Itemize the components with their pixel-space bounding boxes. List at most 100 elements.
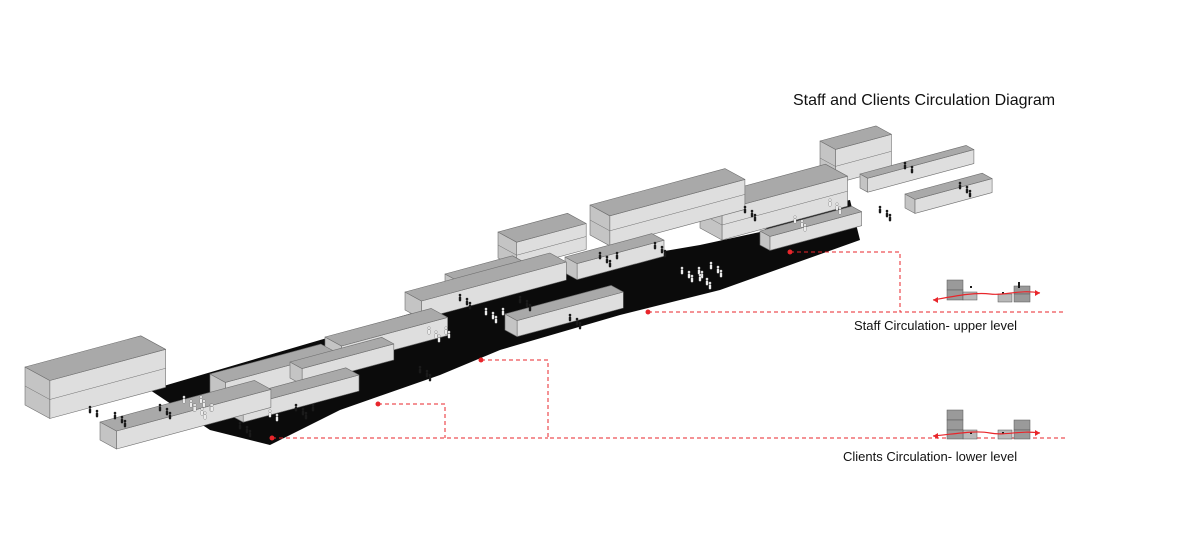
clients-circulation-label: Clients Circulation- lower level xyxy=(843,449,1018,464)
slab-volume xyxy=(904,172,993,214)
person-figure-head xyxy=(245,425,249,429)
slab-top-face xyxy=(759,206,862,237)
person-figure-body xyxy=(838,209,842,215)
person-figure-head xyxy=(578,321,582,325)
slab-top-face xyxy=(24,335,166,381)
staff-section-icon xyxy=(932,279,1041,303)
person-figure-head xyxy=(518,295,522,299)
person-figure-head xyxy=(202,399,206,403)
person-figure-head xyxy=(113,411,117,415)
person-figure-body xyxy=(501,310,505,316)
person-figure-head xyxy=(268,409,272,413)
person-figure-body xyxy=(189,402,193,408)
slab-floor-line xyxy=(497,236,587,256)
person-figure-body xyxy=(200,410,204,416)
person-figure-body xyxy=(248,432,252,438)
person-figure-body xyxy=(660,248,664,254)
person-figure-body xyxy=(803,226,807,232)
person-figure-head xyxy=(501,307,505,311)
person-figure-head xyxy=(910,165,914,169)
person-figure-head xyxy=(182,395,186,399)
diagram-title: Staff and Clients Circulation Diagram xyxy=(793,92,1056,109)
person-figure-body xyxy=(168,414,172,420)
person-figure-head xyxy=(468,301,472,305)
slab-volume xyxy=(404,252,567,320)
slab-top-face xyxy=(904,172,993,200)
client-origin-dot-3 xyxy=(269,435,275,441)
person-figure-body xyxy=(418,368,422,374)
slab-top-face xyxy=(497,213,587,243)
slab-floor-line xyxy=(589,194,745,232)
person-figure-head xyxy=(700,270,704,274)
person-figure-head xyxy=(743,205,747,209)
person-figure-body xyxy=(690,277,694,283)
person-figure-head xyxy=(311,403,315,407)
person-figure-body xyxy=(275,416,279,422)
staff-circulation-lines xyxy=(272,251,1065,439)
person-figure-body xyxy=(719,272,723,278)
person-figure-body xyxy=(311,406,315,412)
person-figure-head xyxy=(575,317,579,321)
person-figure-head xyxy=(697,266,701,270)
building-volumes xyxy=(24,125,993,450)
person-figure-body xyxy=(910,168,914,174)
person-figure-body xyxy=(750,212,754,218)
person-figure-body xyxy=(425,372,429,378)
person-figure-head xyxy=(301,407,305,411)
person-figure-head xyxy=(304,411,308,415)
person-figure-head xyxy=(425,369,429,373)
person-figure-body xyxy=(743,208,747,214)
person-figure-head xyxy=(165,407,169,411)
person-figure-body xyxy=(568,316,572,322)
person-figure-body xyxy=(245,428,249,434)
slab-top-face xyxy=(289,336,395,369)
slab-top-face xyxy=(404,252,567,302)
people-figures xyxy=(88,161,972,438)
staff-origin-dot-1 xyxy=(787,249,793,255)
person-figure-head xyxy=(598,251,602,255)
person-figure-head xyxy=(719,269,723,273)
person-figure-head xyxy=(444,326,448,330)
person-figure-head xyxy=(494,315,498,319)
person-figure-head xyxy=(294,403,298,407)
person-figure-body xyxy=(705,280,709,286)
person-figure-body xyxy=(294,406,298,412)
person-figure-head xyxy=(210,403,214,407)
client-origin-dot-2 xyxy=(375,401,381,407)
person-figure-body xyxy=(203,414,207,420)
person-figure-body xyxy=(182,398,186,404)
slab-top-face xyxy=(859,145,975,179)
person-figure-head xyxy=(753,213,757,217)
person-figure-head xyxy=(458,293,462,297)
person-figure-head xyxy=(605,255,609,259)
person-figure-body xyxy=(199,398,203,404)
person-figure-body xyxy=(615,254,619,260)
person-figure-body xyxy=(958,184,962,190)
person-figure-body xyxy=(113,414,117,420)
person-figure-body xyxy=(698,276,702,282)
person-figure-head xyxy=(275,413,279,417)
person-figure-head xyxy=(793,215,797,219)
person-figure-body xyxy=(528,306,532,312)
person-figure-head xyxy=(690,274,694,278)
person-figure-head xyxy=(248,429,252,433)
person-figure-head xyxy=(95,409,99,413)
person-figure-head xyxy=(484,307,488,311)
person-figure-head xyxy=(193,403,197,407)
slab-top-face xyxy=(99,380,272,432)
person-figure-head xyxy=(120,415,124,419)
person-figure-head xyxy=(525,299,529,303)
person-figure-body xyxy=(484,310,488,316)
person-figure-head xyxy=(447,330,451,334)
person-figure-body xyxy=(793,218,797,224)
slab-volume xyxy=(759,206,862,251)
clients-section-icon xyxy=(932,409,1041,440)
person-figure-body xyxy=(465,300,469,306)
person-figure-head xyxy=(750,209,754,213)
person-figure-body xyxy=(158,406,162,412)
person-figure-head xyxy=(660,245,664,249)
staff-circulation-label: Staff Circulation- upper level xyxy=(854,318,1018,333)
person-figure-head xyxy=(803,223,807,227)
person-figure-body xyxy=(888,216,892,222)
person-figure-head xyxy=(687,270,691,274)
